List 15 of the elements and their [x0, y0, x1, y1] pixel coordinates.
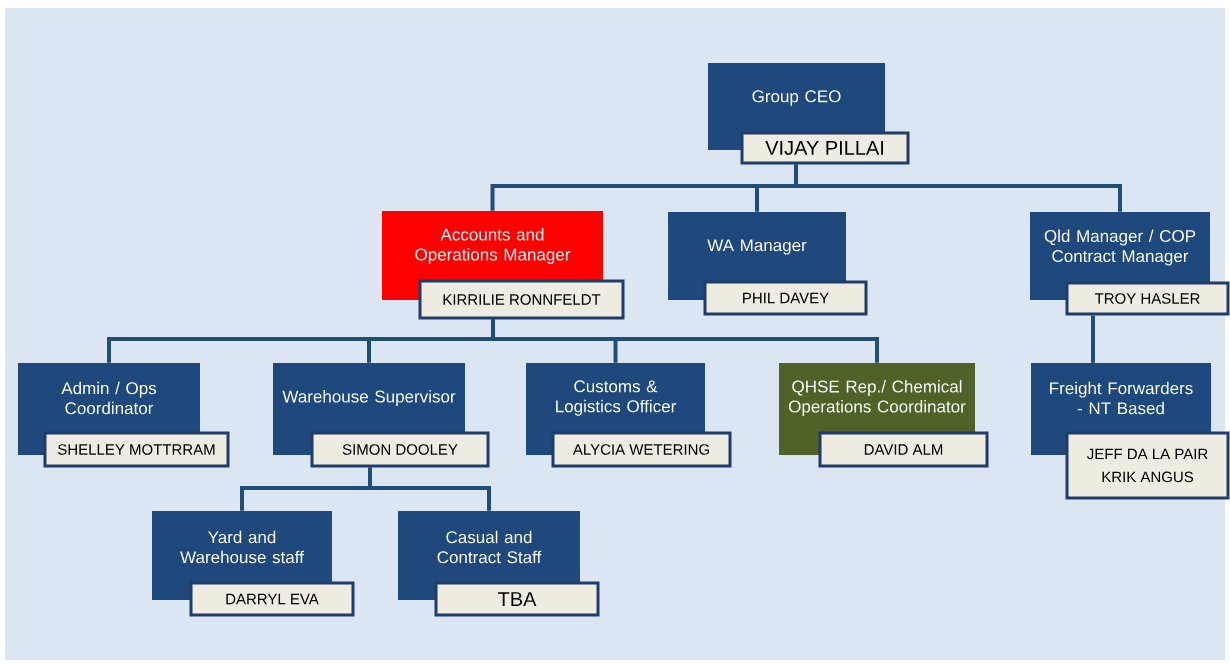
name-tag: KIRRILIE RONNFELDT: [418, 279, 625, 320]
name-tag: SIMON DOOLEY: [310, 431, 490, 468]
name-tag: ALYCIA WETERING: [551, 431, 732, 468]
name-tag: DARRYL EVA: [189, 581, 355, 617]
connector-line: [368, 467, 491, 511]
name-tag: DAVID ALM: [818, 431, 989, 468]
name-tag: VIJAY PILLAI: [740, 131, 910, 165]
name-tag: JEFF DA LA PAIR KRIK ANGUS: [1065, 431, 1230, 500]
name-tag: PHIL DAVEY: [703, 280, 868, 316]
connector-line: [794, 164, 1122, 212]
name-tag: TROY HASLER: [1065, 281, 1230, 316]
name-tag: SHELLEY MOTTRRAM: [43, 431, 230, 468]
connector-line: [491, 319, 879, 363]
connector-line: [1091, 315, 1095, 363]
name-tag: TBA: [434, 581, 600, 617]
